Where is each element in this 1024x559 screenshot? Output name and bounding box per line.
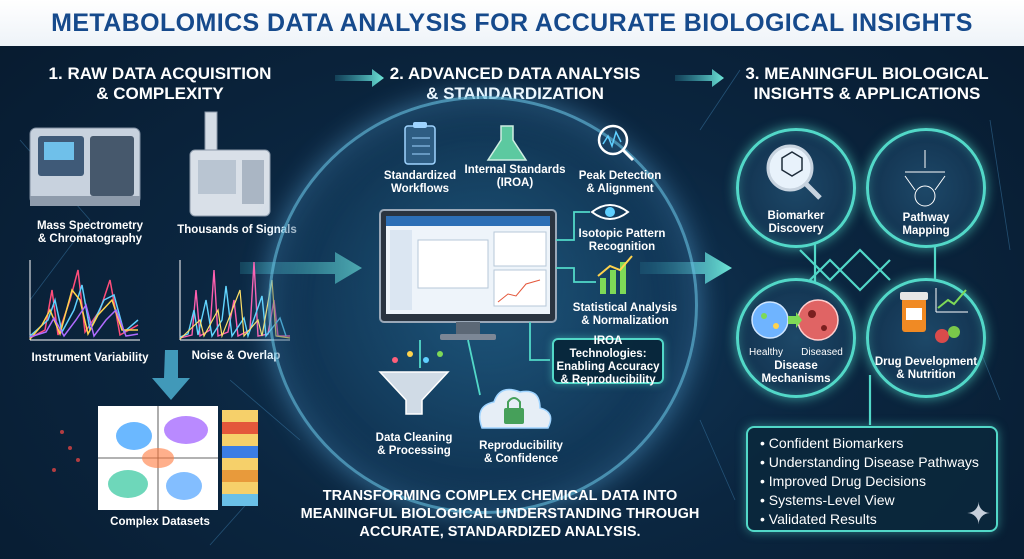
- label-line: Isotopic Pattern: [578, 228, 666, 240]
- eye-icon: [590, 204, 630, 220]
- result-item: Systems-Level View: [760, 491, 984, 510]
- analysis-connectors: [419, 211, 596, 396]
- heatmap-icon: [222, 410, 258, 506]
- label-data-cleaning: Data Cleaning & Processing: [364, 432, 464, 458]
- chromatograph-icon: [189, 111, 271, 217]
- flask-icon: [486, 125, 528, 161]
- column-header-line: & COMPLEXITY: [96, 84, 224, 103]
- magnifier-icon: [597, 124, 635, 162]
- bar-chart-icon: [597, 255, 633, 294]
- column-header-line: 2. ADVANCED DATA ANALYSIS: [389, 64, 641, 83]
- label-line: Statistical Analysis: [572, 302, 678, 314]
- label-line: Internal Standards: [464, 164, 566, 176]
- title-bar: METABOLOMICS DATA ANALYSIS FOR ACCURATE …: [0, 0, 1024, 46]
- label-line: & Confidence: [483, 453, 559, 465]
- label-statistical-analysis: Statistical Analysis & Normalization: [560, 302, 690, 328]
- drug-bottle-icon: [900, 288, 968, 343]
- monitor-icon: [379, 209, 557, 340]
- results-list: Confident Biomarkers Understanding Disea…: [760, 434, 984, 529]
- iroa-technologies-box: IROA Technologies: Enabling Accuracy & R…: [552, 335, 664, 386]
- column-header-insights: 3. MEANINGFUL BIOLOGICAL INSIGHTS & APPL…: [732, 64, 1002, 104]
- label-complex-datasets: Complex Datasets: [110, 516, 210, 528]
- label-line: Enabling Accuracy: [556, 361, 660, 373]
- summary-line: ACCURATE, STANDARDIZED ANALYSIS.: [359, 524, 641, 540]
- instrument-variability-plot: [29, 260, 140, 341]
- label-line: & Reproducibility: [560, 374, 656, 386]
- pathway-map-icon: [904, 150, 946, 207]
- summary-line: MEANINGFUL BIOLOGICAL UNDERSTANDING THRO…: [300, 506, 700, 522]
- complex-dataset-plot: [98, 406, 218, 510]
- label-reproducibility: Reproducibility & Confidence: [466, 440, 576, 466]
- label-line: & Normalization: [581, 315, 669, 327]
- label-line: Data Cleaning: [375, 432, 453, 444]
- down-arrow: [152, 350, 190, 400]
- pathway-mapping-ring: [866, 128, 986, 248]
- column-header-line: INSIGHTS & APPLICATIONS: [753, 84, 981, 103]
- disease-mechanisms-ring: [736, 278, 856, 398]
- header-arrow-2: [675, 69, 724, 87]
- label-line: & Nutrition: [896, 369, 956, 381]
- label-line: Workflows: [391, 183, 449, 195]
- label-line: Peak Detection: [578, 170, 662, 182]
- column-header-line: 3. MEANINGFUL BIOLOGICAL: [745, 64, 989, 83]
- label-standardized-workflows: Standardized Workflows: [370, 170, 470, 196]
- label-diseased: Diseased: [801, 347, 843, 358]
- label-line: Mechanisms: [761, 373, 831, 385]
- label-line: Standardized: [383, 170, 457, 182]
- label-pathway-mapping: Pathway Mapping: [876, 212, 976, 238]
- label-instrument-variability: Instrument Variability: [31, 352, 149, 364]
- label-drug-development: Drug Development & Nutrition: [872, 356, 980, 382]
- label-biomarker-discovery: Biomarker Discovery: [746, 210, 846, 236]
- header-arrow-1: [335, 69, 384, 87]
- label-line: Disease: [774, 360, 818, 372]
- label-line: Biomarker: [767, 210, 825, 222]
- funnel-icon: [378, 351, 450, 415]
- clipboard-icon: [404, 122, 436, 165]
- scatter-side-dots: [52, 430, 80, 472]
- page-title: METABOLOMICS DATA ANALYSIS FOR ACCURATE …: [51, 8, 973, 37]
- label-thousands-signals: Thousands of Signals: [177, 224, 297, 236]
- results-box: Confident Biomarkers Understanding Disea…: [746, 426, 998, 532]
- label-line: Discovery: [768, 223, 824, 235]
- label-internal-standards: Internal Standards (IROA): [460, 164, 570, 190]
- label-line: & Chromatography: [37, 233, 143, 245]
- label-disease-mechanisms: Disease Mechanisms: [746, 360, 846, 386]
- label-line: Pathway: [902, 212, 950, 224]
- label-line: Recognition: [588, 241, 656, 253]
- result-item: Improved Drug Decisions: [760, 472, 984, 491]
- cells-icon: [751, 299, 839, 341]
- label-line: & Processing: [377, 445, 451, 457]
- label-line: Reproducibility: [479, 440, 563, 452]
- bottom-summary-text: TRANSFORMING COMPLEX CHEMICAL DATA INTO …: [300, 487, 700, 541]
- label-line: Mapping: [902, 225, 950, 237]
- sparkle-icon: ✦: [966, 498, 992, 531]
- label-line: & Alignment: [586, 183, 654, 195]
- mass-spectrometer-icon: [29, 127, 141, 206]
- cloud-lock-icon: [479, 388, 552, 429]
- summary-line: TRANSFORMING COMPLEX CHEMICAL DATA INTO: [322, 488, 678, 504]
- column-header-line: 1. RAW DATA ACQUISITION: [48, 64, 272, 83]
- label-line: Mass Spectrometry: [36, 220, 144, 232]
- label-mass-spec: Mass Spectrometry & Chromatography: [20, 220, 160, 246]
- label-line: IROA Technologies:: [569, 335, 647, 360]
- label-noise-overlap: Noise & Overlap: [191, 350, 281, 362]
- column-header-acquisition: 1. RAW DATA ACQUISITION & COMPLEXITY: [30, 64, 290, 104]
- label-line: (IROA): [496, 177, 534, 189]
- label-healthy: Healthy: [749, 347, 783, 358]
- label-line: Drug Development: [874, 356, 978, 368]
- label-isotopic-pattern: Isotopic Pattern Recognition: [562, 228, 682, 254]
- result-item: Understanding Disease Pathways: [760, 453, 984, 472]
- result-item: Validated Results: [760, 510, 984, 529]
- molecule-magnifier-icon: [766, 144, 822, 200]
- result-item: Confident Biomarkers: [760, 434, 984, 453]
- label-peak-detection: Peak Detection & Alignment: [570, 170, 670, 196]
